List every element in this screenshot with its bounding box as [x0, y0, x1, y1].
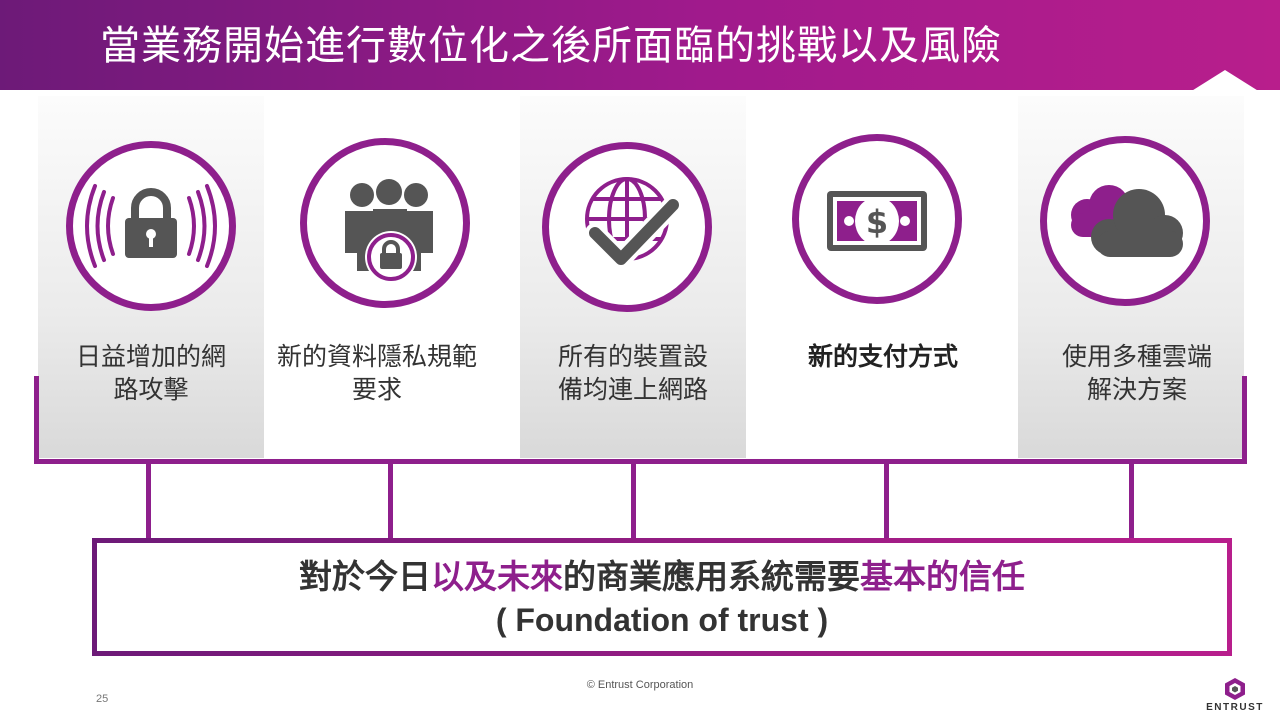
group-lock-icon: [300, 138, 470, 308]
foundation-subtitle: ( Foundation of trust ): [495, 602, 829, 638]
frame-bottom-line: [34, 459, 1247, 464]
card-label-line1: 新的支付方式: [807, 342, 958, 371]
card-cyber-attacks: 日益增加的網 路攻擊: [38, 96, 264, 458]
card-label: 所有的裝置設 備均連上網路: [520, 340, 746, 406]
card-label-line1: 使用多種雲端: [1061, 342, 1212, 371]
title-bar: 當業務開始進行數位化之後所面臨的挑戰以及風險: [0, 0, 1280, 90]
entrust-logo: ENTRUST: [1200, 676, 1270, 716]
card-label-line2: 備均連上網路: [557, 375, 708, 404]
foundation-of-trust-box: 對於今日以及未來的商業應用系統需要基本的信任 ( Foundation of t…: [92, 538, 1232, 656]
globe-check-icon: [542, 142, 712, 312]
connector-line: [1129, 459, 1134, 539]
card-label-line2: 解決方案: [1086, 375, 1187, 404]
foundation-text-part3: 的商業應用系統需要: [563, 557, 860, 596]
header-notch: [1190, 70, 1260, 92]
card-connected-devices: 所有的裝置設 備均連上網路: [520, 96, 746, 458]
logo-text: ENTRUST: [1206, 702, 1264, 713]
frame-left-line: [34, 376, 39, 464]
foundation-text-part4: 基本的信任: [860, 557, 1025, 596]
connector-line: [884, 459, 889, 539]
page-number: 25: [96, 693, 109, 705]
cloud-icon: [1040, 136, 1210, 306]
card-payment-methods: $ 新的支付方式: [746, 96, 972, 458]
entrust-logo-icon: [1225, 678, 1245, 700]
connector-line: [146, 459, 151, 539]
card-label: 使用多種雲端 解決方案: [1024, 340, 1250, 406]
copyright-text: © Entrust Corporation: [586, 679, 694, 691]
card-label: 新的支付方式: [770, 340, 996, 373]
connector-line: [388, 459, 393, 539]
dollar-bill-icon: $: [792, 134, 962, 304]
card-label-line1: 所有的裝置設: [557, 342, 708, 371]
wireless-lock-icon: [66, 141, 236, 311]
card-label-line1: 新的資料隱私規範: [276, 342, 477, 371]
frame-right-line: [1242, 376, 1247, 464]
card-privacy-regulation: 新的資料隱私規範 要求: [264, 96, 490, 458]
foundation-statement: 對於今日以及未來的商業應用系統需要基本的信任: [97, 555, 1227, 599]
connector-line: [631, 459, 636, 539]
card-label-line2: 要求: [351, 375, 402, 404]
foundation-text-part2: 以及未來: [431, 557, 563, 596]
card-label-line1: 日益增加的網: [75, 342, 226, 371]
slide-title: 當業務開始進行數位化之後所面臨的挑戰以及風險: [100, 23, 1002, 69]
card-label: 日益增加的網 路攻擊: [38, 340, 264, 406]
card-label-line2: 路攻擊: [113, 375, 189, 404]
card-cloud-solutions: 使用多種雲端 解決方案: [1018, 96, 1244, 458]
card-label: 新的資料隱私規範 要求: [264, 340, 490, 406]
foundation-text-part1: 對於今日: [299, 557, 431, 596]
svg-text:$: $: [866, 203, 888, 241]
